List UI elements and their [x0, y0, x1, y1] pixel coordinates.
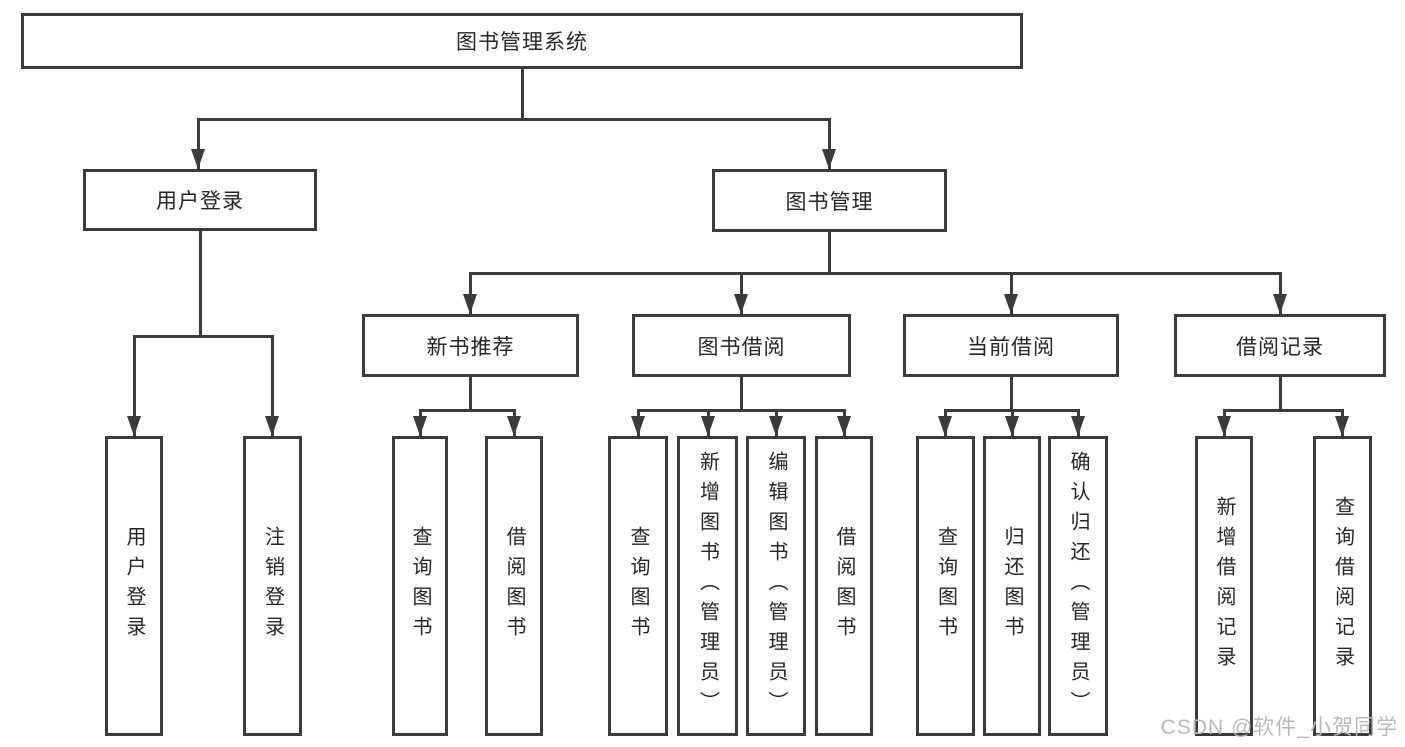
arrow-down-icon — [938, 416, 952, 436]
connector-line — [132, 335, 136, 436]
connector-line — [198, 231, 202, 335]
arrow-down-icon — [463, 294, 477, 314]
leaf-edit-book-admin: 编辑图书（管理员） — [746, 436, 806, 736]
leaf-query-books-borrowing: 查询图书 — [608, 436, 668, 736]
arrow-down-icon — [265, 416, 279, 436]
leaf-query-borrow-record: 查询借阅记录 — [1313, 436, 1372, 736]
connector-line — [636, 409, 846, 412]
arrow-down-icon — [769, 416, 783, 436]
connector-line — [1009, 377, 1013, 409]
connector-line — [196, 118, 831, 121]
connector-line — [468, 272, 472, 314]
arrow-down-icon — [1005, 416, 1019, 436]
connector-line — [1278, 377, 1282, 409]
leaf-user-login: 用户登录 — [105, 436, 163, 736]
node-borrowing-records: 借阅记录 — [1174, 314, 1386, 377]
arrow-down-icon — [631, 416, 645, 436]
leaf-query-books-recommend: 查询图书 — [392, 436, 448, 736]
leaf-borrow-books-borrowing: 借阅图书 — [815, 436, 873, 736]
arrow-down-icon — [127, 416, 141, 436]
node-book-management: 图书管理 — [712, 169, 947, 232]
arrow-down-icon — [1335, 416, 1349, 436]
connector-line — [468, 377, 472, 409]
arrow-down-icon — [734, 294, 748, 314]
leaf-add-borrow-record: 新增借阅记录 — [1195, 436, 1253, 736]
leaf-add-book-admin: 新增图书（管理员） — [677, 436, 738, 736]
leaf-return-books: 归还图书 — [983, 436, 1041, 736]
connector-line — [270, 335, 274, 436]
connector-line — [520, 69, 524, 118]
arrow-down-icon — [837, 416, 851, 436]
leaf-borrow-books-recommend: 借阅图书 — [485, 436, 543, 736]
connector-line — [1278, 272, 1282, 314]
connector-line — [1009, 272, 1013, 314]
leaf-confirm-return-admin: 确认归还（管理员） — [1048, 436, 1108, 736]
connector-line — [418, 409, 516, 412]
arrow-down-icon — [1004, 294, 1018, 314]
arrow-down-icon — [701, 416, 715, 436]
connector-line — [827, 232, 831, 272]
node-user-login: 用户登录 — [83, 169, 317, 231]
arrow-down-icon — [507, 416, 521, 436]
leaf-logout: 注销登录 — [243, 436, 302, 736]
watermark: CSDN @软件_小贺同学 — [1160, 716, 1398, 739]
leaf-query-books-current: 查询图书 — [916, 436, 975, 736]
connector-line — [468, 272, 1282, 275]
connector-line — [739, 272, 743, 314]
arrow-down-icon — [1071, 416, 1085, 436]
arrow-down-icon — [413, 416, 427, 436]
node-current-borrowing: 当前借阅 — [903, 314, 1119, 377]
node-new-book-recommendation: 新书推荐 — [362, 314, 579, 377]
arrow-down-icon — [1273, 294, 1287, 314]
node-book-borrowing: 图书借阅 — [632, 314, 851, 377]
connector-line — [827, 118, 831, 169]
arrow-down-icon — [822, 149, 836, 169]
arrow-down-icon — [1217, 416, 1231, 436]
connector-line — [1222, 409, 1344, 412]
connector-line — [739, 377, 743, 409]
connector-line — [132, 335, 274, 338]
connector-line — [196, 118, 200, 169]
arrow-down-icon — [191, 149, 205, 169]
node-library-management-system: 图书管理系统 — [21, 13, 1023, 69]
